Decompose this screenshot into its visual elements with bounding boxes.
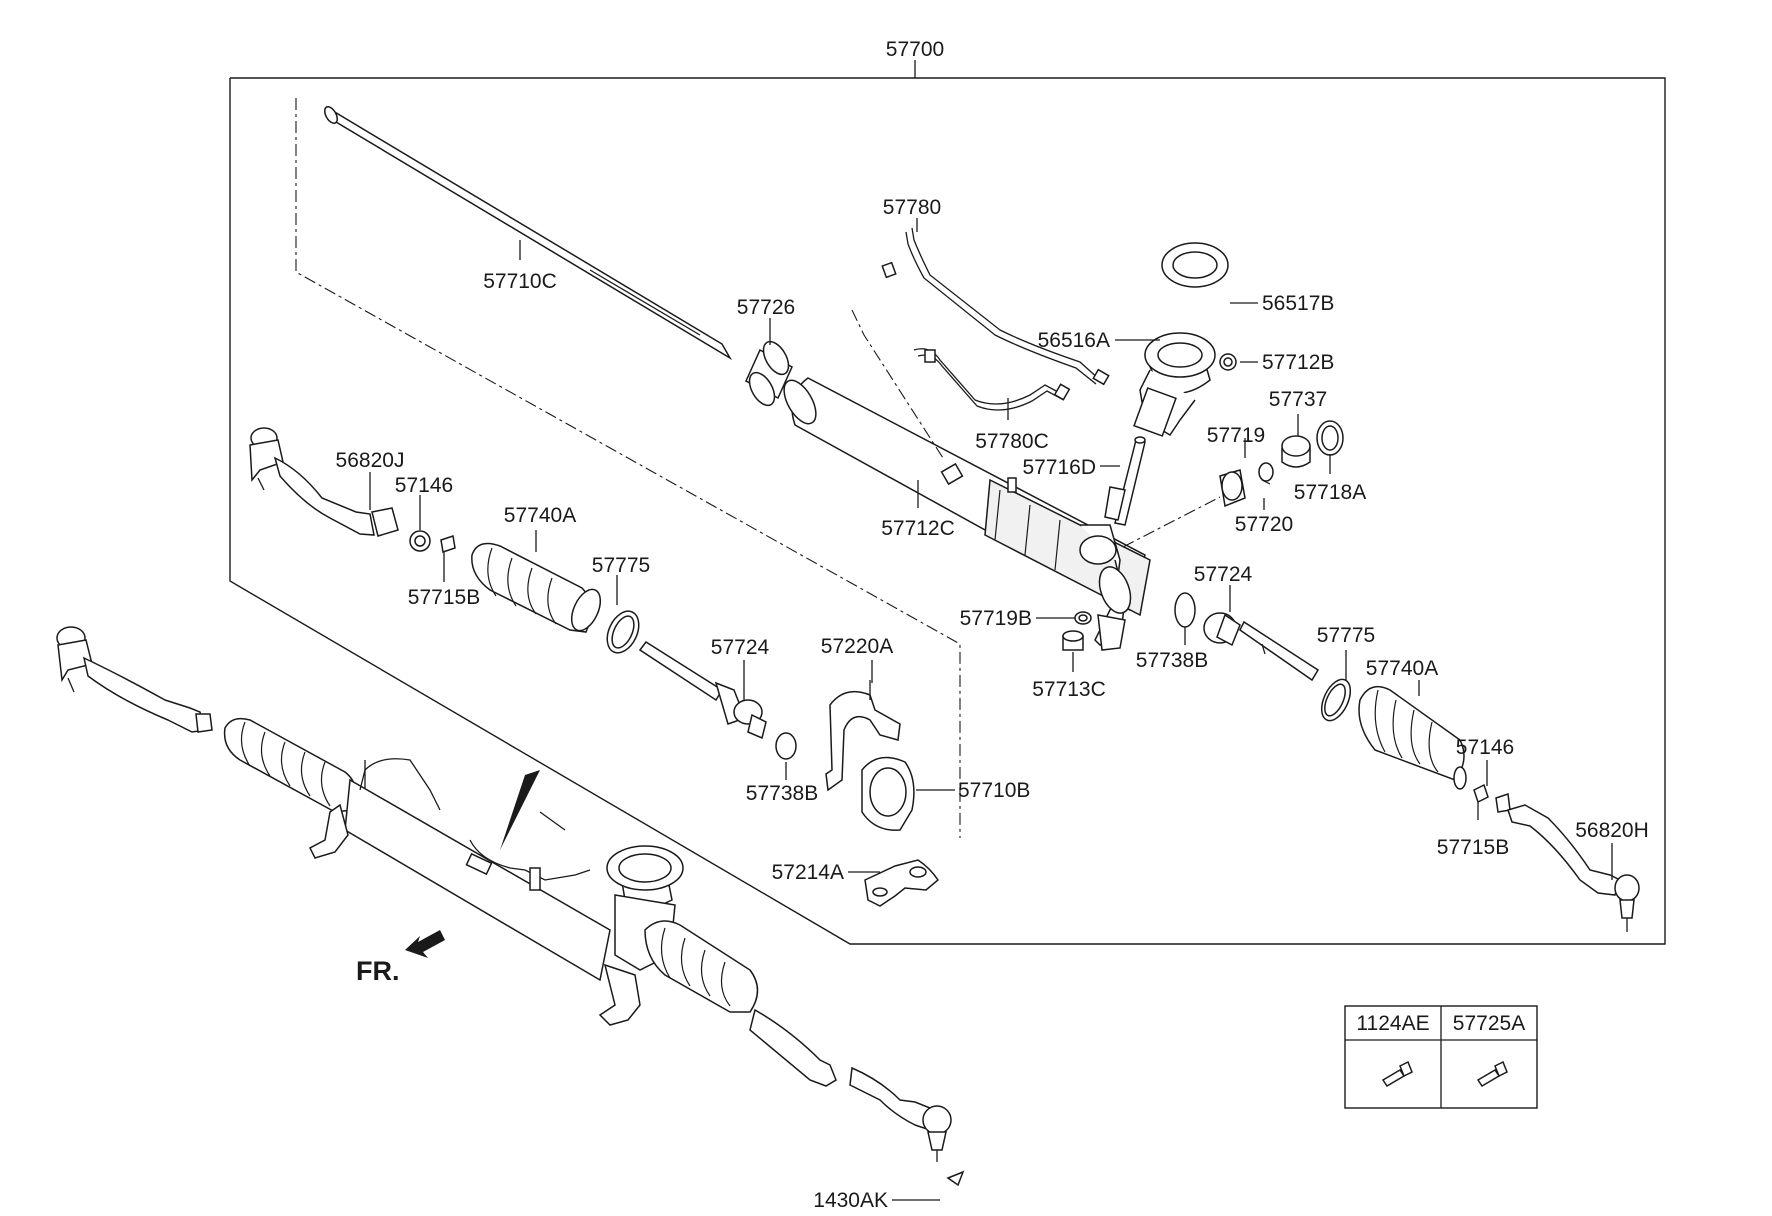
- label-57220A: 57220A: [821, 635, 893, 658]
- label-57146-left: 57146: [395, 474, 453, 497]
- fr-arrow-icon: [405, 930, 445, 958]
- label-57726: 57726: [737, 296, 795, 319]
- label-57738B-left: 57738B: [746, 782, 818, 805]
- label-57710C: 57710C: [483, 270, 557, 293]
- label-57740A-left: 57740A: [504, 504, 576, 527]
- assembly-number: 57700: [886, 38, 944, 61]
- label-56820H: 56820H: [1575, 819, 1649, 842]
- pointer-wedge: [500, 770, 540, 850]
- left-nut-washer: [409, 530, 456, 553]
- label-57780C: 57780C: [975, 430, 1049, 453]
- feed-pipes: [851, 227, 1110, 486]
- label-57712B: 57712B: [1262, 351, 1334, 374]
- label-57713C: 57713C: [1032, 678, 1106, 701]
- label-57146-right: 57146: [1456, 736, 1514, 759]
- label-56517B: 56517B: [1262, 292, 1334, 315]
- rack-bar: [324, 105, 733, 361]
- label-56820J: 56820J: [336, 449, 405, 472]
- boot-left: [471, 542, 640, 654]
- valve-body: [1133, 242, 1237, 437]
- inner-tie-rod-right: [1203, 612, 1320, 682]
- label-57715B-right: 57715B: [1437, 836, 1509, 859]
- label-57214A: 57214A: [772, 861, 844, 884]
- leader-lines: [369, 218, 1613, 1201]
- label-57780: 57780: [883, 196, 941, 219]
- clamp-bracket: [825, 680, 939, 907]
- label-57724-right: 57724: [1194, 563, 1253, 586]
- label-57719: 57719: [1207, 424, 1265, 447]
- fastener-table: 1124AE 57725A: [1344, 1005, 1538, 1109]
- label-57737: 57737: [1269, 388, 1327, 411]
- label-57715B-left: 57715B: [408, 586, 480, 609]
- rack-bushing: [745, 340, 793, 407]
- label-57775-left: 57775: [592, 554, 650, 577]
- part-labels: 57700 57710C 57726 57780 56517B 56516A 5…: [336, 38, 1649, 1212]
- gear-housing: [783, 377, 1151, 651]
- pinion-shaft: [1104, 436, 1146, 526]
- direction-indicator: [405, 930, 445, 958]
- assembly-frame: [229, 60, 1666, 945]
- label-57718A: 57718A: [1294, 481, 1366, 504]
- label-57710B: 57710B: [958, 779, 1030, 802]
- label-57716D: 57716D: [1022, 456, 1096, 479]
- inner-tie-rod-left: [638, 640, 797, 760]
- small-seals-right: [1062, 592, 1196, 651]
- label-1430AK: 1430AK: [813, 1189, 888, 1211]
- table-header-1124AE: 1124AE: [1356, 1012, 1429, 1035]
- label-57738B-right: 57738B: [1136, 649, 1208, 672]
- bolt-icon: [1381, 1060, 1413, 1088]
- table-header-57725A: 57725A: [1453, 1012, 1525, 1035]
- label-57775-right: 57775: [1317, 624, 1375, 647]
- label-57720: 57720: [1235, 513, 1293, 536]
- outer-tie-rod-right: [1473, 783, 1640, 932]
- label-57712C: 57712C: [881, 517, 955, 540]
- outer-tie-rod-left: [249, 427, 399, 537]
- assembled-gear: [56, 626, 965, 1187]
- screw-icon: [1476, 1060, 1508, 1088]
- label-57724-left: 57724: [711, 636, 770, 659]
- yoke-assembly: [1122, 420, 1344, 548]
- boot-right: [1320, 678, 1467, 790]
- label-57740A-right: 57740A: [1366, 657, 1438, 680]
- direction-label: FR.: [356, 956, 400, 986]
- label-57719B: 57719B: [960, 607, 1032, 630]
- label-56516A: 56516A: [1038, 329, 1110, 352]
